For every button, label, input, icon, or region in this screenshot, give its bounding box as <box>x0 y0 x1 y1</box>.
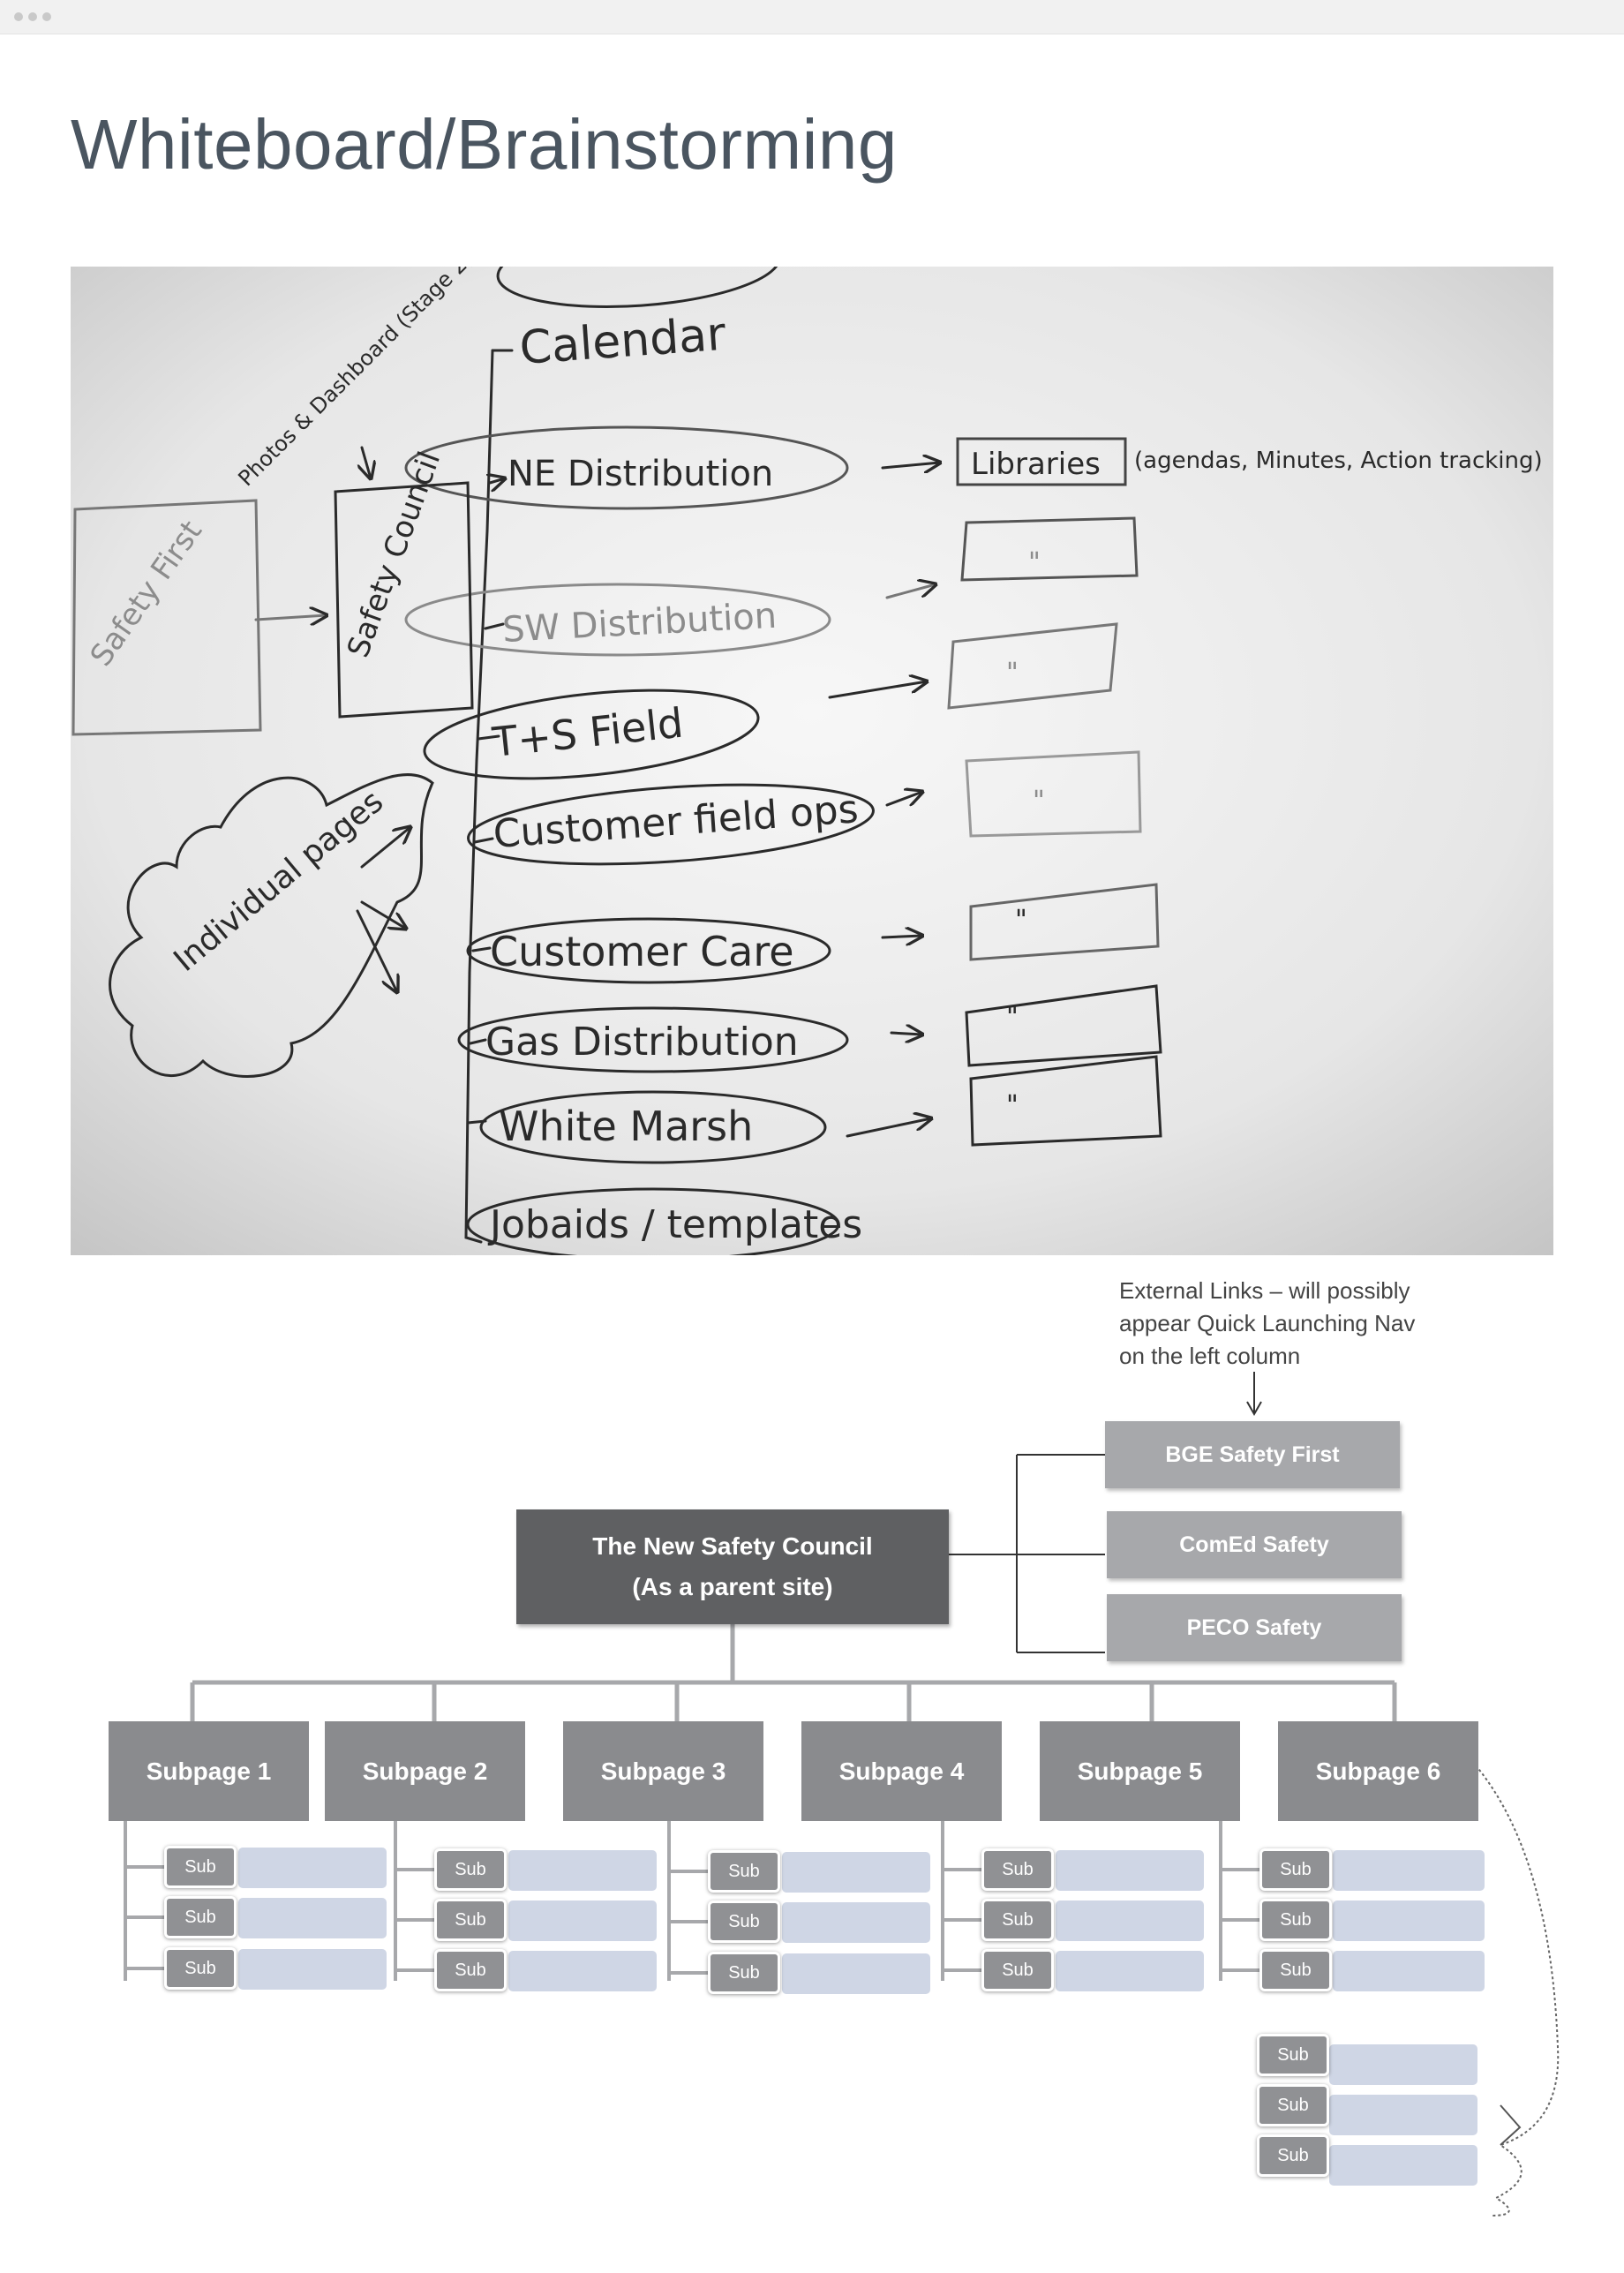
sub-item-bar <box>238 1848 387 1888</box>
external-links-note-line: External Links – will possibly <box>1119 1277 1410 1304</box>
wb-libraries: Libraries <box>971 447 1101 482</box>
sub-item-chip: Sub <box>164 1896 237 1938</box>
sub-item-chip: Sub <box>164 1846 237 1888</box>
parent-site-subtitle: (As a parent site) <box>632 1573 833 1600</box>
sub-item-chip: Sub <box>434 1848 507 1891</box>
sub-item-bar <box>508 1850 657 1891</box>
sub-item-chip: Sub <box>1257 2034 1329 2076</box>
sub-item-chip: Sub <box>434 1949 507 1991</box>
external-links-note-line: appear Quick Launching Nav <box>1119 1310 1416 1336</box>
wb-node-gas-distribution: Gas Distribution <box>485 1020 799 1065</box>
wb-libraries-note: (agendas, Minutes, Action tracking) <box>1134 448 1543 474</box>
sub-item-bar <box>238 1949 387 1990</box>
external-link-bge: BGE Safety First <box>1105 1421 1400 1488</box>
sub-item-chip: Sub <box>981 1949 1054 1991</box>
wb-ditto: " <box>1015 905 1027 936</box>
wb-ditto: " <box>1033 786 1045 817</box>
window-title-bar <box>0 0 1624 34</box>
sub-item-bar <box>508 1900 657 1941</box>
parent-site-box: The New Safety Council (As a parent site… <box>516 1509 949 1624</box>
sub-item-bar <box>508 1951 657 1991</box>
whiteboard-photo: Calendar NE Distribution SW Distribution… <box>71 267 1553 1255</box>
sub-item-bar <box>782 1852 930 1893</box>
subpage-box: Subpage 3 <box>563 1721 763 1821</box>
sub-item-chip: Sub <box>708 1900 780 1943</box>
sub-item-chip: Sub <box>1259 1949 1332 1991</box>
sub-item-chip: Sub <box>1257 2084 1329 2126</box>
external-links-note-line: on the left column <box>1119 1343 1301 1369</box>
wb-ditto: " <box>1028 547 1041 578</box>
sub-item-chip: Sub <box>981 1848 1054 1891</box>
wb-node-jobaids-templates: Jobaids / templates <box>487 1202 862 1247</box>
sub-item-bar <box>238 1898 387 1938</box>
external-link-peco: PECO Safety <box>1107 1594 1402 1661</box>
sub-item-bar <box>1056 1850 1204 1891</box>
sitemap-connectors <box>124 1372 1560 2217</box>
subpage-box: Subpage 4 <box>801 1721 1002 1821</box>
sub-item-bar <box>1056 1900 1204 1941</box>
sub-item-chip: Sub <box>708 1952 780 1994</box>
wb-node-white-marsh: White Marsh <box>499 1103 753 1150</box>
subpage-box: Subpage 1 <box>109 1721 309 1821</box>
sub-item-chip: Sub <box>1259 1848 1332 1891</box>
sub-item-chip: Sub <box>981 1899 1054 1941</box>
wb-ditto: " <box>1006 658 1019 689</box>
window-dot-icon <box>14 12 23 21</box>
sub-item-chip: Sub <box>164 1947 237 1990</box>
subpage-box: Subpage 2 <box>325 1721 525 1821</box>
page-title: Whiteboard/Brainstorming <box>71 105 898 184</box>
subpage-box: Subpage 5 <box>1040 1721 1240 1821</box>
window-dot-icon <box>42 12 51 21</box>
wb-node-customer-care: Customer Care <box>490 928 794 975</box>
sub-item-bar <box>782 1953 930 1994</box>
subpage-box: Subpage 6 <box>1278 1721 1478 1821</box>
sub-item-chip: Sub <box>1259 1899 1332 1941</box>
wb-node-ne-distribution: NE Distribution <box>508 454 773 494</box>
parent-site-title: The New Safety Council <box>592 1532 873 1560</box>
sub-item-bar <box>1333 1900 1485 1941</box>
sub-item-bar <box>1333 1951 1485 1991</box>
wb-ditto: " <box>1006 1002 1019 1033</box>
wb-ditto: " <box>1006 1090 1019 1121</box>
sub-item-chip: Sub <box>1257 2134 1329 2177</box>
external-link-comed: ComEd Safety <box>1107 1511 1402 1578</box>
window-dot-icon <box>28 12 37 21</box>
sitemap-diagram: External Links – will possibly appear Qu… <box>0 1253 1624 2251</box>
sub-item-bar <box>1329 2095 1477 2135</box>
sub-item-bar <box>1329 2044 1477 2085</box>
sub-item-bar <box>1329 2145 1477 2186</box>
sub-item-bar <box>1333 1850 1485 1891</box>
sub-item-chip: Sub <box>708 1850 780 1893</box>
sub-item-chip: Sub <box>434 1899 507 1941</box>
external-links-note: External Links – will possibly appear Qu… <box>1119 1275 1490 1373</box>
sub-item-bar <box>1056 1951 1204 1991</box>
sub-item-bar <box>782 1902 930 1943</box>
